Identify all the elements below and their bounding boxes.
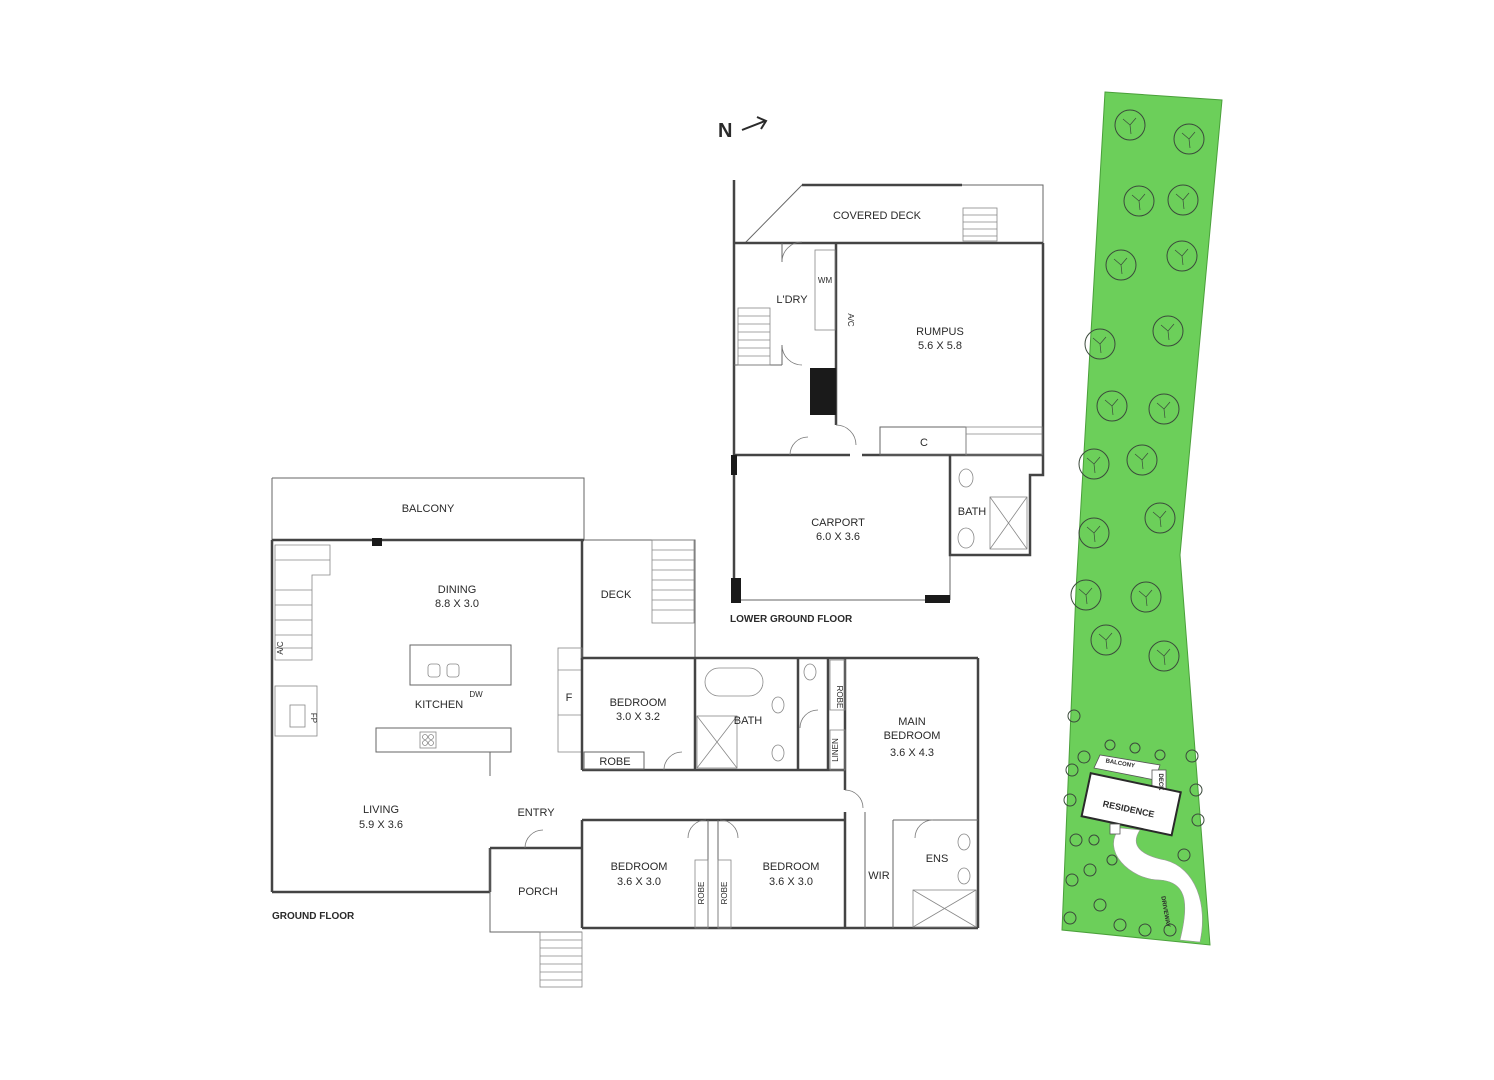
lawn	[1061, 91, 1223, 946]
driveway	[1113, 827, 1203, 943]
bedroom-c-size: 3.6 X 3.0	[769, 876, 813, 888]
site-trees	[1070, 109, 1205, 672]
living-size: 5.9 X 3.6	[359, 819, 403, 831]
bedroom-c-label: BEDROOM	[763, 861, 820, 873]
rumpus-size: 5.6 X 5.8	[918, 340, 962, 352]
fridge-label: F	[566, 692, 573, 704]
deck-stairs-ground	[651, 539, 695, 624]
wir-label: WIR	[868, 870, 889, 882]
lower-bath-label: BATH	[958, 506, 987, 518]
cupboard-label: C	[920, 437, 928, 449]
robe-a-label: ROBE	[599, 756, 630, 768]
main-bedroom-size: 3.6 X 4.3	[890, 747, 934, 759]
living-label: LIVING	[363, 804, 399, 816]
bedroom-b-size: 3.6 X 3.0	[617, 876, 661, 888]
kitchen-label: KITCHEN	[415, 699, 463, 711]
laundry-label: L'DRY	[776, 294, 808, 306]
north-arrow-icon	[741, 116, 768, 131]
ground-ac-label: A/C	[276, 641, 285, 655]
ens-label: ENS	[926, 853, 949, 865]
carport-size: 6.0 X 3.6	[816, 531, 860, 543]
site-driveway-label: DRIVEWAY	[1159, 896, 1170, 928]
bedroom-a-label: BEDROOM	[610, 697, 667, 709]
robe-b-label: ROBE	[835, 686, 844, 709]
internal-stairs-lower	[737, 307, 771, 366]
main-bedroom-label-2: BEDROOM	[884, 730, 941, 742]
bedroom-b-label: BEDROOM	[611, 861, 668, 873]
deck-stairs	[962, 207, 998, 242]
internal-stairs-ground	[274, 544, 331, 661]
bedroom-a-size: 3.0 X 3.2	[616, 711, 660, 723]
balcony-label: BALCONY	[402, 503, 455, 515]
carport-label: CARPORT	[811, 517, 865, 529]
ground-bath-label: BATH	[734, 715, 763, 727]
ground-floor-label: GROUND FLOOR	[272, 911, 355, 922]
residence-footprint	[1080, 771, 1182, 837]
fp-label: FP	[309, 713, 318, 723]
dining-label: DINING	[438, 584, 477, 596]
ground-floor: BALCONY DINING 8.8 X 3.0 DECK A/C FP KIT…	[270, 477, 980, 988]
porch-label: PORCH	[518, 886, 558, 898]
rumpus-label: RUMPUS	[916, 326, 964, 338]
fireplace-block	[810, 368, 836, 415]
north-arrow: N	[718, 116, 768, 142]
entry-label: ENTRY	[517, 807, 555, 819]
robe-c-label: ROBE	[697, 882, 706, 905]
site-deck-label: DECK	[1157, 773, 1163, 791]
porch-stairs	[539, 931, 583, 988]
robe-d-label: ROBE	[720, 882, 729, 905]
dw-label: DW	[469, 690, 483, 699]
site-plan: RESIDENCE BALCONY DECK DRIVEWAY	[1061, 91, 1223, 946]
site-balcony-label: BALCONY	[1105, 758, 1135, 769]
main-bedroom-label-1: MAIN	[898, 716, 926, 728]
lower-ground-floor-label: LOWER GROUND FLOOR	[730, 614, 853, 625]
deck-label: DECK	[601, 589, 632, 601]
lower-ground-floor: COVERED DECK L'DRY WM A/C RUMPUS 5.6 X 5…	[730, 180, 1045, 625]
north-label: N	[718, 120, 732, 142]
lower-ac-label: A/C	[846, 313, 855, 327]
dining-size: 8.8 X 3.0	[435, 598, 479, 610]
linen-label: LINEN	[831, 738, 840, 762]
covered-deck-label: COVERED DECK	[833, 210, 922, 222]
wm-label: WM	[818, 276, 833, 285]
